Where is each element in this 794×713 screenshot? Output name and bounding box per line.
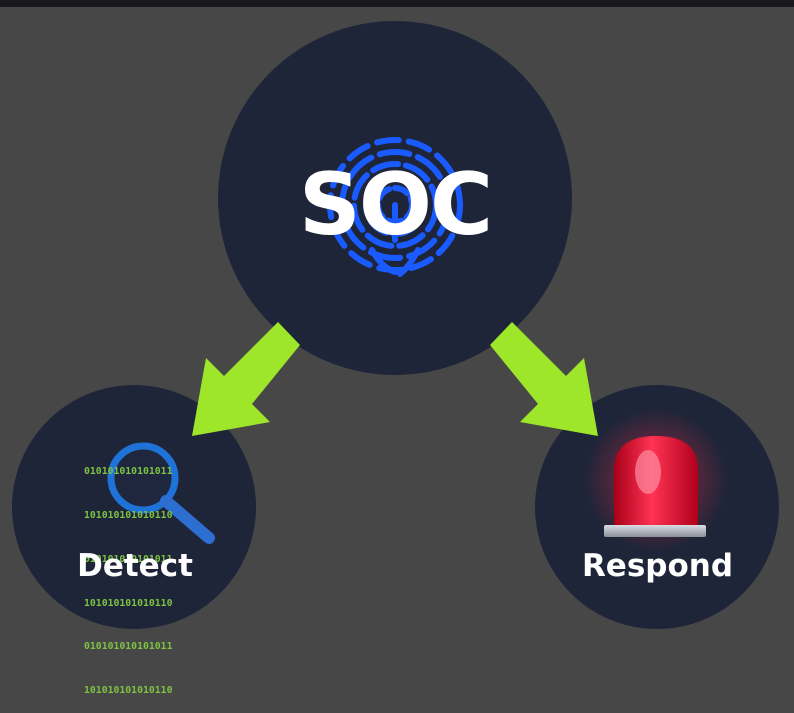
diagram-canvas — [12, 21, 779, 629]
arrow-to-respond — [490, 322, 598, 436]
binary-row: 101010101010110 — [84, 509, 173, 521]
binary-row: 101010101010110 — [84, 685, 173, 697]
binary-row: 101010101010110 — [84, 597, 173, 609]
binary-row: 010101010101011 — [84, 466, 173, 478]
arrow-to-detect — [192, 322, 300, 436]
soc-node — [218, 21, 572, 375]
fingerprint-icon — [327, 137, 463, 277]
magnifier-icon — [107, 442, 215, 544]
siren-icon — [584, 408, 728, 552]
top-bar — [0, 0, 794, 7]
binary-row: 010101010101011 — [84, 641, 173, 653]
soc-label: SOC — [298, 155, 493, 255]
respond-label: Respond — [581, 548, 734, 584]
binary-row: 010101010101011 — [84, 553, 173, 565]
detect-label: Detect — [77, 548, 193, 584]
